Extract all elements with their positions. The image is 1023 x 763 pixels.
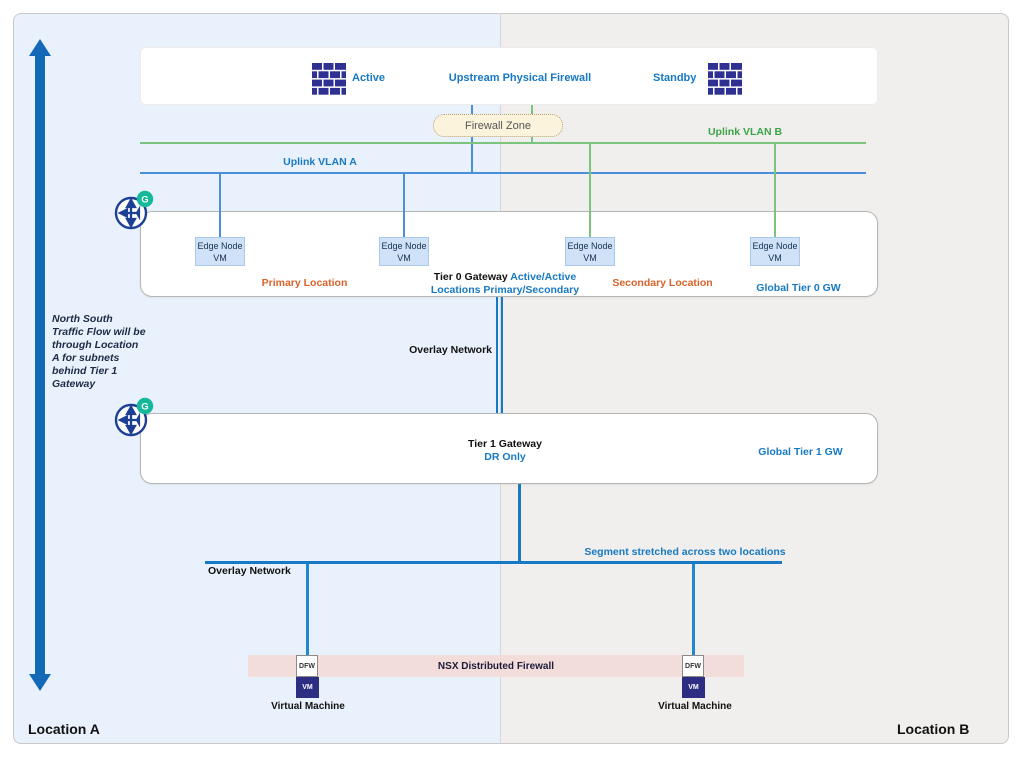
nsx-dfw-band: NSX Distributed Firewall: [248, 655, 744, 677]
uplink-vlan-a-label: Uplink VLAN A: [283, 156, 357, 168]
vm-chip-1: VM: [296, 677, 319, 698]
edge-node-vm-3: Edge Node VM: [565, 237, 615, 266]
firewall-standby-icon: [708, 63, 742, 95]
edge-node-vm-1: Edge Node VM: [195, 237, 245, 266]
edge-node-1-vm-label: VM: [213, 253, 227, 263]
uplink-vlan-b-line: [140, 142, 866, 144]
firewall-to-vlan-a-link: [471, 105, 473, 173]
edge-node-4-label: Edge Node: [752, 241, 798, 251]
tier0-gateway-router-icon: G: [114, 190, 154, 230]
location-a-label: Location A: [28, 721, 100, 737]
tier0-title: Tier 0 Gateway: [433, 271, 508, 283]
primary-location-label: Primary Location: [261, 277, 348, 289]
north-south-arrow: [35, 55, 45, 675]
vm-chip-2: VM: [682, 677, 705, 698]
overlay-network-lower-label: Overlay Network: [208, 565, 291, 577]
segment-vm2-link: [692, 564, 695, 656]
tier0-gateway-label: Tier 0 Gateway Active/Active Locations P…: [385, 271, 625, 297]
virtual-machine-label-2: Virtual Machine: [658, 701, 732, 712]
edge-node-2-label: Edge Node: [381, 241, 427, 251]
tier1-title: Tier 1 Gateway: [468, 438, 542, 450]
edge-node-3-vm-label: VM: [583, 253, 597, 263]
virtual-machine-label-1: Virtual Machine: [271, 701, 345, 712]
firewall-standby-label: Standby: [653, 72, 697, 84]
firewall-active-icon: [312, 63, 346, 95]
firewall-active-label: Active: [352, 72, 386, 84]
segment-vm1-link: [306, 564, 309, 656]
dfw-chip-2: DFW: [682, 655, 704, 677]
uplink-vlan-b-label: Uplink VLAN B: [707, 126, 783, 138]
tier0-tier1-overlay-link: [496, 297, 503, 413]
upstream-firewall-box: [140, 47, 878, 105]
tier1-gateway-label: Tier 1 Gateway DR Only: [395, 438, 615, 464]
vlan-a-edge1-link: [219, 173, 221, 237]
global-tier0-label: Global Tier 0 GW: [756, 282, 841, 294]
edge-node-4-vm-label: VM: [768, 253, 782, 263]
global-tier1-label: Global Tier 1 GW: [758, 446, 843, 458]
location-b-label: Location B: [897, 721, 970, 737]
tier1-segment-link: [518, 484, 521, 562]
edge-node-vm-2: Edge Node VM: [379, 237, 429, 266]
south-arrow-head-icon: [29, 674, 51, 691]
segment-stretched-label: Segment stretched across two locations: [584, 546, 786, 558]
tier0-mode: Active/Active: [510, 271, 577, 283]
north-south-note: North South Traffic Flow will be through…: [52, 313, 146, 390]
tier1-g-badge: G: [141, 402, 148, 413]
location-a-panel: [13, 13, 500, 744]
firewall-zone-pill: Firewall Zone: [433, 114, 563, 137]
edge-node-1-label: Edge Node: [197, 241, 243, 251]
edge-node-vm-4: Edge Node VM: [750, 237, 800, 266]
uplink-vlan-a-line: [140, 172, 866, 174]
north-arrow-head-icon: [29, 39, 51, 56]
tier1-gateway-router-icon: G: [114, 397, 154, 437]
stretched-segment-line: [205, 561, 782, 564]
overlay-network-upper-label: Overlay Network: [409, 344, 492, 356]
vlan-a-edge2-link: [403, 173, 405, 237]
edge-node-3-label: Edge Node: [567, 241, 613, 251]
tier1-mode: DR Only: [484, 451, 526, 463]
tier1-gateway-box: [140, 413, 878, 484]
edge-node-2-vm-label: VM: [397, 253, 411, 263]
dfw-chip-1: DFW: [296, 655, 318, 677]
vlan-b-edge3-link: [589, 143, 591, 237]
secondary-location-label: Secondary Location: [612, 277, 713, 289]
firewall-title: Upstream Physical Firewall: [448, 72, 592, 84]
vlan-b-edge4-link: [774, 143, 776, 237]
tier0-g-badge: G: [141, 195, 148, 206]
tier0-subtitle: Locations Primary/Secondary: [430, 284, 580, 296]
location-b-panel: [500, 13, 1009, 744]
